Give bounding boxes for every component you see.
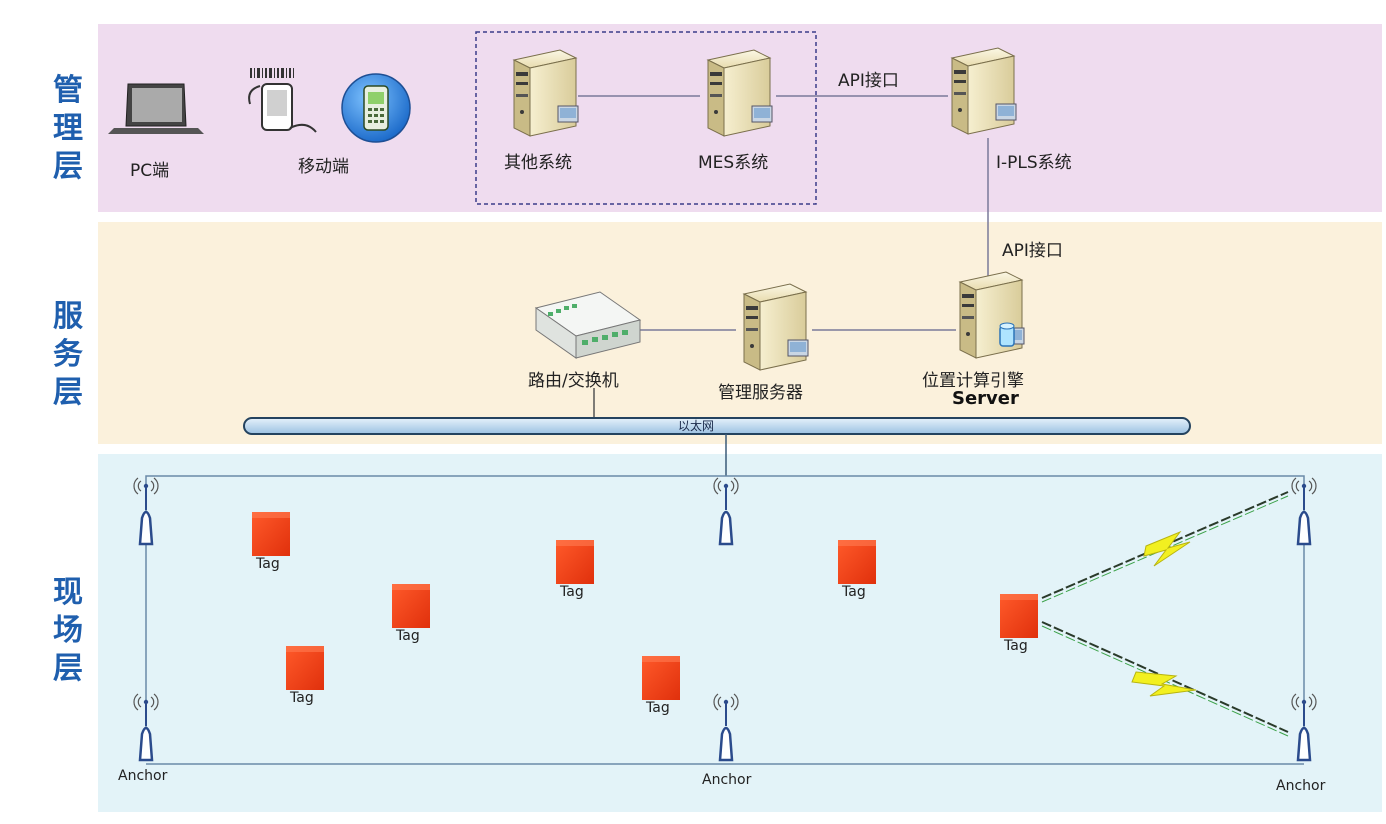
anchor-antenna-icon (132, 692, 160, 762)
anchor-label: Anchor (702, 772, 752, 788)
ipls-server-icon (951, 47, 1017, 135)
mobile-phone-icon (341, 73, 411, 143)
tag-label: Tag (1004, 638, 1028, 654)
ethernet-bus (243, 417, 1191, 435)
tag-label: Tag (256, 556, 280, 572)
tag-label: Tag (842, 584, 866, 600)
anchor-antenna-icon (712, 476, 740, 546)
location-engine-label: 位置计算引擎 (922, 371, 1024, 391)
layer-char: 层 (53, 375, 83, 410)
tag-device-icon (556, 540, 594, 584)
service-layer-label: 服 务 层 (48, 298, 88, 412)
other-system-label: 其他系统 (504, 153, 572, 173)
anchor-antenna-icon (1290, 692, 1318, 762)
mes-system-label: MES系统 (698, 153, 769, 173)
wireless-signal-upper (1041, 491, 1289, 603)
layer-char: 理 (53, 111, 83, 146)
tag-device-icon (252, 512, 290, 556)
management-layer-label: 管 理 层 (48, 72, 88, 186)
mobile-label: 移动端 (298, 157, 349, 177)
tag-device-icon (286, 646, 324, 690)
wireless-signal-lower (1041, 621, 1289, 737)
anchor-antenna-icon (1290, 476, 1318, 546)
tag-device-icon (838, 540, 876, 584)
field-layer-label: 现 场 层 (48, 574, 88, 688)
field-layer-band (98, 454, 1382, 812)
layer-char: 管 (53, 73, 83, 108)
management-server-icon (743, 283, 809, 371)
tag-label: Tag (290, 690, 314, 706)
layer-char: 务 (53, 337, 83, 372)
anchor-antenna-icon (712, 692, 740, 762)
other-system-server-icon (513, 49, 579, 137)
location-engine-sublabel: Server (952, 388, 1019, 409)
internal-systems-dashed-box (475, 31, 817, 205)
location-engine-server-icon (959, 271, 1025, 359)
ethernet-label: 以太网 (678, 419, 715, 433)
mes-server-icon (707, 49, 773, 137)
layer-char: 现 (53, 575, 83, 610)
management-server-label: 管理服务器 (718, 383, 803, 403)
service-layer-band (98, 222, 1382, 444)
layer-char: 服 (53, 299, 83, 334)
layer-char: 层 (53, 651, 83, 686)
anchor-antenna-icon (132, 476, 160, 546)
mobile-barcode-scanner-icon (248, 68, 317, 133)
pc-label: PC端 (130, 161, 170, 181)
tag-label: Tag (560, 584, 584, 600)
router-switch-label: 路由/交换机 (528, 371, 619, 391)
anchor-label: Anchor (118, 768, 168, 784)
ipls-system-label: I-PLS系统 (996, 153, 1072, 173)
tag-label: Tag (396, 628, 420, 644)
layer-char: 层 (53, 149, 83, 184)
layer-char: 场 (53, 613, 83, 648)
tag-device-icon (642, 656, 680, 700)
tag-device-icon (392, 584, 430, 628)
router-switch-icon (534, 291, 642, 359)
pc-laptop-icon (108, 83, 204, 134)
anchor-label: Anchor (1276, 778, 1326, 794)
tag-label: Tag (646, 700, 670, 716)
tag-device-icon (1000, 594, 1038, 638)
api-interface-label-vertical: API接口 (1002, 241, 1063, 261)
api-interface-label-top: API接口 (838, 71, 899, 91)
